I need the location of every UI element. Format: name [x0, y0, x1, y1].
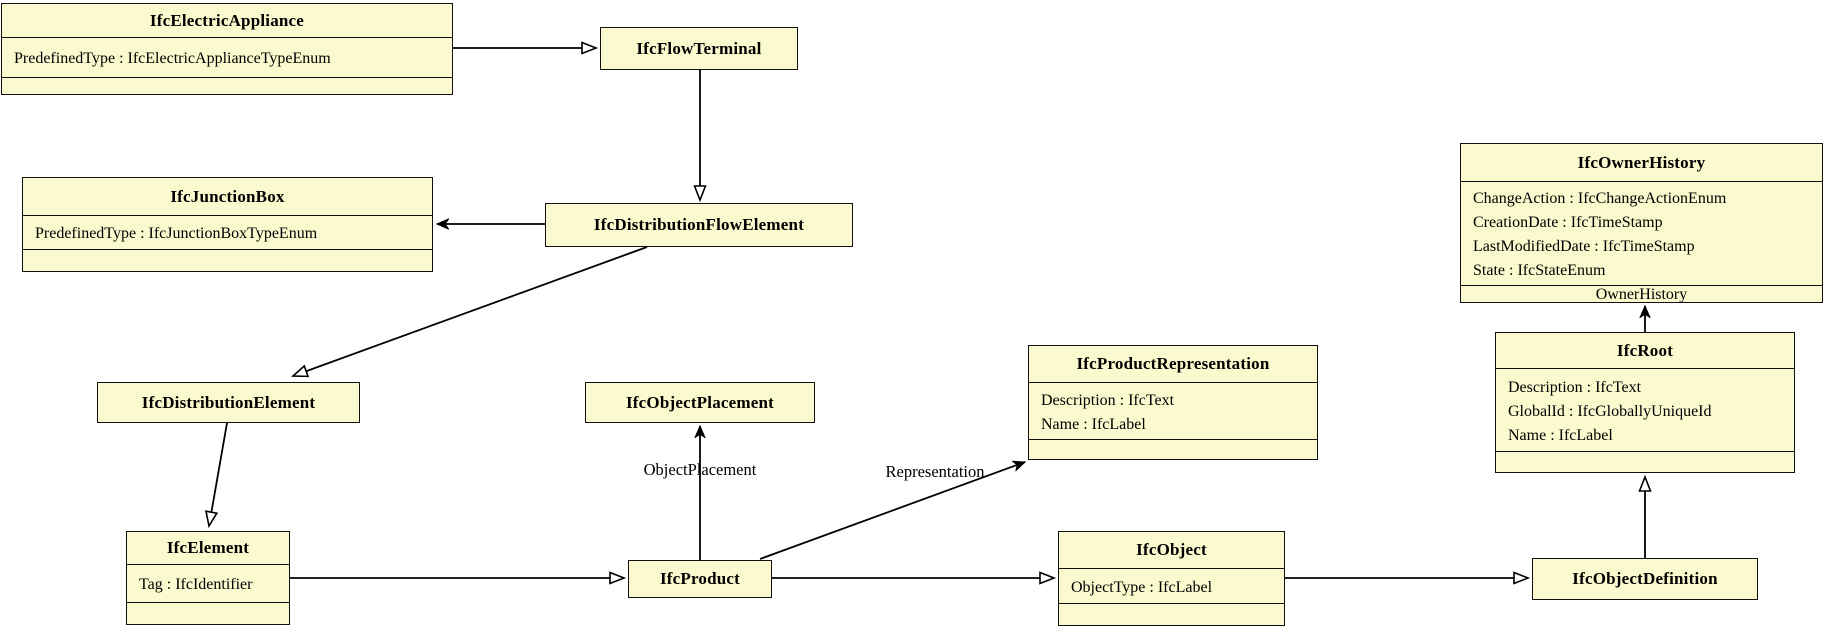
operations-compartment: [1029, 439, 1317, 459]
class-attribute: PredefinedType : IfcJunctionBoxTypeEnum: [35, 225, 318, 242]
class-title: IfcElement: [166, 538, 250, 557]
class-title: IfcJunctionBox: [170, 186, 285, 206]
class-title: IfcProduct: [659, 569, 741, 588]
attributes-compartment: ObjectType : IfcLabel: [1059, 568, 1284, 603]
class-box-ifc-junction-box: IfcJunctionBox PredefinedType : IfcJunct…: [22, 177, 433, 272]
edge-distributionflowelement-to-distributionelement: [290, 246, 648, 378]
attributes-compartment: PredefinedType : IfcElectricApplianceTyp…: [2, 37, 452, 77]
class-attribute: GlobalId : IfcGloballyUniqueId: [1508, 402, 1712, 420]
class-title: IfcProductRepresentation: [1076, 354, 1270, 373]
class-attribute: State : IfcStateEnum: [1473, 262, 1606, 279]
class-title: IfcOwnerHistory: [1577, 152, 1706, 172]
attributes-compartment: ChangeAction : IfcChangeActionEnum Creat…: [1461, 181, 1822, 285]
attributes-compartment: Description : IfcText Name : IfcLabel: [1029, 382, 1317, 439]
class-attribute: ChangeAction : IfcChangeActionEnum: [1473, 190, 1727, 207]
class-title: IfcDistributionFlowElement: [593, 215, 805, 234]
attributes-compartment: PredefinedType : IfcJunctionBoxTypeEnum: [23, 215, 432, 249]
class-box-ifc-root: IfcRoot Description : IfcText GlobalId :…: [1495, 332, 1795, 473]
class-attribute: Description : IfcText: [1041, 391, 1175, 409]
class-attribute: Name : IfcLabel: [1041, 415, 1146, 433]
class-title: IfcObjectPlacement: [625, 392, 775, 412]
class-box-ifc-flow-terminal: IfcFlowTerminal: [600, 27, 798, 70]
attributes-compartment: Tag : IfcIdentifier: [127, 564, 289, 602]
class-box-ifc-object-definition: IfcObjectDefinition: [1532, 558, 1758, 600]
class-title: IfcRoot: [1616, 340, 1674, 360]
class-box-ifc-owner-history: IfcOwnerHistory ChangeAction : IfcChange…: [1460, 143, 1823, 303]
edge-label-representation: Representation: [885, 462, 985, 481]
class-box-ifc-product: IfcProduct: [628, 560, 772, 598]
class-attribute: Tag : IfcIdentifier: [139, 576, 253, 593]
operations-compartment: OwnerHistory: [1461, 285, 1822, 303]
class-title: IfcObject: [1136, 540, 1207, 559]
class-attribute: Name : IfcLabel: [1508, 426, 1613, 444]
operations-compartment: [1496, 451, 1794, 472]
attributes-compartment: Description : IfcText GlobalId : IfcGlob…: [1496, 368, 1794, 451]
class-box-ifc-distribution-element: IfcDistributionElement: [97, 382, 360, 423]
class-box-ifc-electric-appliance: IfcElectricAppliance PredefinedType : If…: [1, 3, 453, 95]
class-title: IfcFlowTerminal: [636, 38, 762, 58]
class-title: IfcElectricAppliance: [149, 10, 305, 30]
class-title: IfcObjectDefinition: [1572, 569, 1718, 588]
operations-compartment: [23, 249, 432, 271]
class-box-ifc-element: IfcElement Tag : IfcIdentifier: [126, 531, 290, 625]
class-attribute: LastModifiedDate : IfcTimeStamp: [1473, 238, 1695, 255]
operations-compartment: [127, 602, 289, 624]
class-box-ifc-distribution-flow-element: IfcDistributionFlowElement: [545, 203, 853, 247]
edge-product-to-productrepresentation: [759, 462, 1025, 560]
class-attribute: CreationDate : IfcTimeStamp: [1473, 214, 1663, 231]
class-attribute: Description : IfcText: [1508, 378, 1642, 396]
edge-label-objectplacement: ObjectPlacement: [643, 460, 757, 479]
class-box-ifc-object-placement: IfcObjectPlacement: [585, 382, 815, 423]
class-attribute: PredefinedType : IfcElectricApplianceTyp…: [14, 50, 331, 67]
operations-compartment: [2, 77, 452, 94]
class-attribute: ObjectType : IfcLabel: [1071, 578, 1213, 596]
class-box-ifc-object: IfcObject ObjectType : IfcLabel: [1058, 531, 1285, 626]
class-title: IfcDistributionElement: [141, 392, 316, 412]
operations-compartment: [1059, 603, 1284, 625]
edge-distributionelement-to-element: [204, 422, 228, 529]
class-box-ifc-product-representation: IfcProductRepresentation Description : I…: [1028, 345, 1318, 460]
